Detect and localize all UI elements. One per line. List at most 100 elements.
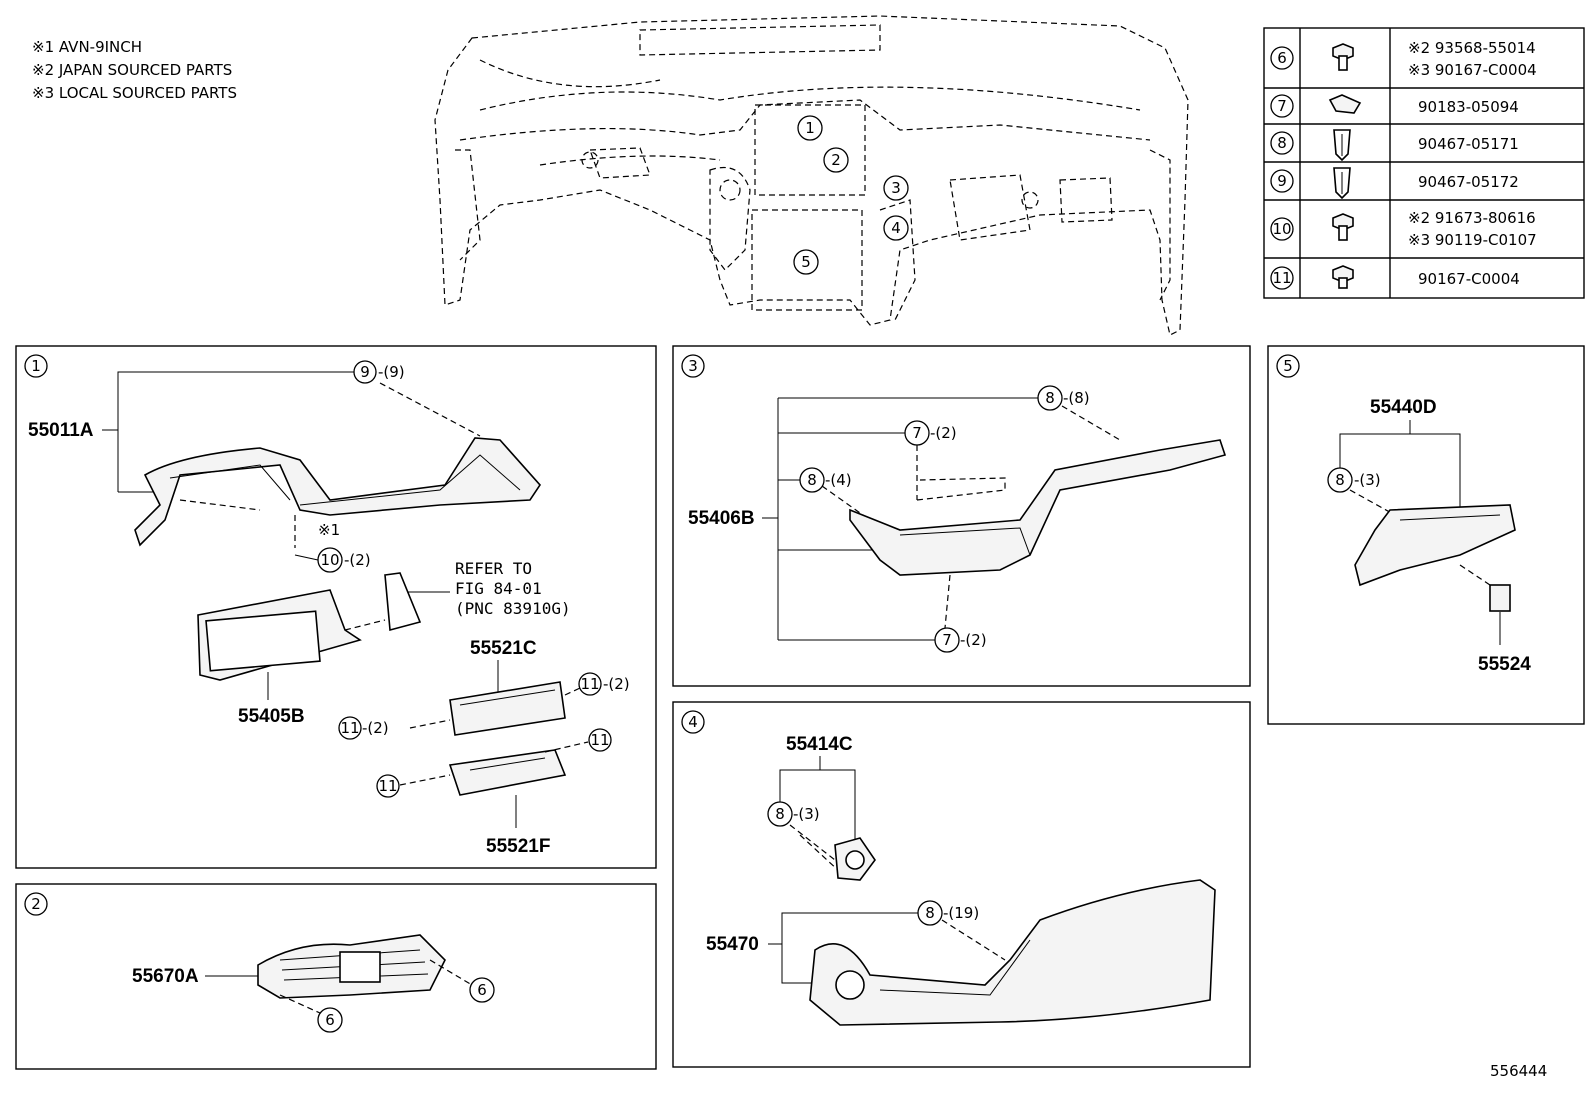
svg-text:-(8): -(8)	[1063, 389, 1090, 407]
pnc-label: 55521C	[470, 638, 537, 659]
svg-text:-(9): -(9)	[378, 363, 405, 381]
pnc-label: 55406B	[688, 508, 755, 529]
table-row: 11 90167-C0004	[1270, 265, 1520, 290]
svg-text:11: 11	[340, 719, 359, 737]
svg-text:8: 8	[1045, 389, 1055, 407]
pnc-label: 55405B	[238, 706, 305, 727]
svg-text:5: 5	[801, 253, 811, 271]
note-2: ※2 JAPAN SOURCED PARTS	[32, 61, 232, 79]
table-part: ※2 93568-55014	[1408, 39, 1536, 57]
table-row: 7 90183-05094	[1270, 94, 1519, 118]
panel-5: 5 55440D 8 -(3) 55524	[1267, 345, 1585, 725]
overview-callout-5: 5	[793, 249, 819, 275]
svg-text:8: 8	[807, 471, 817, 489]
svg-text:8: 8	[1335, 471, 1345, 489]
table-ref: 9	[1277, 172, 1287, 190]
panel-label: 3	[688, 357, 698, 375]
svg-text:10: 10	[320, 551, 339, 569]
figure-id: 556444	[1490, 1062, 1547, 1080]
table-ref: 11	[1272, 269, 1291, 287]
display-bezel-part	[197, 589, 362, 681]
table-row: 10 ※2 91673-80616 ※3 90119-C0107	[1270, 209, 1537, 249]
svg-text:-(3): -(3)	[1354, 471, 1381, 489]
bolt-icon	[1332, 213, 1354, 241]
overview-callout-1: 1	[797, 115, 823, 141]
clip-icon	[1333, 167, 1351, 200]
table-part: ※3 90167-C0004	[1408, 61, 1537, 79]
table-part: 90167-C0004	[1418, 270, 1520, 288]
overview-callout-3: 3	[883, 175, 909, 201]
switch-bezel-lower-part	[448, 749, 567, 796]
table-row: 6 ※2 93568-55014 ※3 90167-C0004	[1270, 39, 1537, 79]
svg-text:-(4): -(4)	[825, 471, 852, 489]
table-part: 90183-05094	[1418, 98, 1519, 116]
table-part: 90467-05171	[1418, 135, 1519, 153]
pnc-label: 55011A	[28, 420, 94, 441]
table-part: ※2 91673-80616	[1408, 209, 1536, 227]
lower-panel-part	[809, 879, 1216, 1026]
refer-note-line-1: REFER TO	[455, 559, 532, 578]
panel-label: 5	[1283, 357, 1293, 375]
dashboard-overview: 1 2 3 4 5	[434, 15, 1189, 336]
nut-clip-icon	[1328, 94, 1362, 114]
pnc-label: 55521F	[486, 836, 550, 857]
note-3: ※3 LOCAL SOURCED PARTS	[32, 84, 237, 102]
panel-label: 1	[31, 357, 41, 375]
bracket-part	[384, 572, 422, 632]
svg-text:6: 6	[325, 1011, 335, 1029]
svg-text:4: 4	[891, 219, 901, 237]
panel-label: 4	[688, 713, 698, 731]
svg-text:-(2): -(2)	[362, 719, 389, 737]
switch-holder-part	[834, 837, 876, 881]
svg-text:-(2): -(2)	[603, 675, 630, 693]
note-ref: ※1	[318, 521, 340, 539]
table-row: 8 90467-05171	[1270, 129, 1519, 162]
table-ref: 8	[1277, 134, 1287, 152]
table-ref: 6	[1277, 49, 1287, 67]
note-1: ※1 AVN-9INCH	[32, 38, 142, 56]
table-part: 90467-05172	[1418, 173, 1519, 191]
svg-text:7: 7	[912, 424, 922, 442]
pnc-label: 55414C	[786, 734, 853, 755]
svg-text:9: 9	[360, 363, 370, 381]
switch-bezel-upper-part	[449, 681, 566, 736]
refer-note-line-2: FIG 84-01	[455, 579, 542, 598]
svg-text:3: 3	[891, 179, 901, 197]
overview-callout-2: 2	[823, 147, 849, 173]
center-air-outlet-part	[257, 934, 446, 999]
svg-text:8: 8	[775, 805, 785, 823]
svg-text:-(2): -(2)	[930, 424, 957, 442]
fastener-table: 6 ※2 93568-55014 ※3 90167-C0004 7 90183-…	[1263, 27, 1585, 299]
refer-note-line-3: (PNC 83910G)	[455, 599, 571, 618]
table-part: ※3 90119-C0107	[1408, 231, 1537, 249]
svg-text:8: 8	[925, 904, 935, 922]
table-ref: 7	[1277, 97, 1287, 115]
knee-panel-part	[1354, 504, 1516, 587]
svg-text:6: 6	[477, 981, 487, 999]
overview-callout-4: 4	[883, 215, 909, 241]
svg-text:11: 11	[378, 777, 397, 795]
svg-text:-(19): -(19)	[943, 904, 979, 922]
svg-text:-(3): -(3)	[793, 805, 820, 823]
svg-text:-(2): -(2)	[960, 631, 987, 649]
svg-text:11: 11	[590, 731, 609, 749]
bolt-icon	[1332, 43, 1354, 71]
panel-label: 2	[31, 895, 41, 913]
table-ref: 10	[1272, 220, 1291, 238]
svg-text:7: 7	[942, 631, 952, 649]
panel-2: 2 55670A 6 6	[15, 883, 657, 1070]
panel-3: 3 55406B 8 -(8) 7 -(2) 8 -(4) 7 -(2)	[672, 345, 1251, 687]
pnc-label: 55524	[1478, 654, 1531, 675]
svg-text:11: 11	[580, 675, 599, 693]
cover-part	[1489, 584, 1511, 612]
table-row: 9 90467-05172	[1270, 167, 1519, 200]
notes-legend: ※1 AVN-9INCH ※2 JAPAN SOURCED PARTS ※3 L…	[32, 38, 237, 102]
svg-text:2: 2	[831, 151, 841, 169]
lower-center-panel-part	[849, 439, 1227, 576]
bolt-icon	[1332, 265, 1354, 289]
svg-text:1: 1	[805, 119, 815, 137]
pnc-label: 55670A	[132, 966, 199, 987]
pnc-label: 55470	[706, 934, 759, 955]
clip-icon	[1333, 129, 1351, 162]
